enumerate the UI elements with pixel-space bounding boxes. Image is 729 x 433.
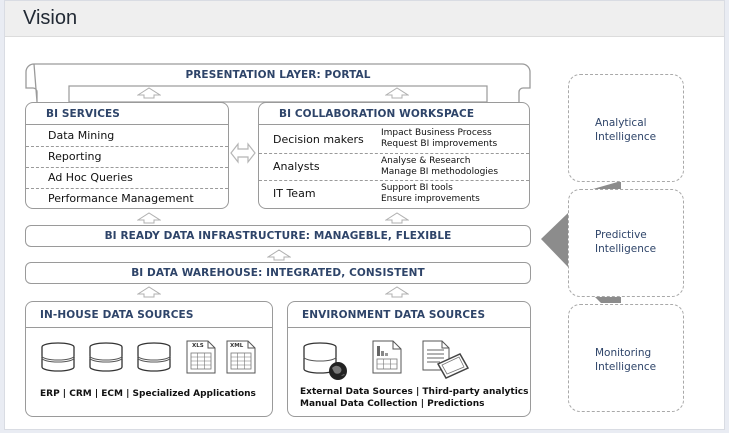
role-label: Decision makers bbox=[273, 133, 364, 146]
xml-file-icon: XML bbox=[226, 340, 256, 374]
up-arrow-icon bbox=[267, 249, 291, 261]
collaboration-row: Analysts Analyse & Research Manage BI me… bbox=[259, 154, 529, 181]
inhouse-sources-title: IN-HOUSE DATA SOURCES bbox=[26, 302, 272, 328]
up-arrow-icon bbox=[385, 87, 409, 99]
xls-file-icon: XLS bbox=[186, 340, 216, 374]
report-document-icon bbox=[372, 340, 402, 374]
up-arrow-icon bbox=[385, 212, 409, 224]
presentation-layer-label: PRESENTATION LAYER: PORTAL bbox=[185, 69, 371, 81]
up-arrow-icon bbox=[385, 286, 409, 298]
bi-services-title: BI SERVICES bbox=[26, 103, 228, 125]
intelligence-connectors bbox=[541, 181, 621, 303]
bi-service-item: Data Mining bbox=[26, 126, 228, 147]
environment-caption-line: External Data Sources | Third-party anal… bbox=[300, 387, 529, 397]
external-database-globe-icon bbox=[303, 342, 347, 380]
database-icon bbox=[89, 342, 123, 372]
data-warehouse-layer: BI DATA WAREHOUSE: INTEGRATED, CONSISTEN… bbox=[25, 262, 531, 284]
inhouse-sources-panel: IN-HOUSE DATA SOURCES XLS XML ERP | CRM … bbox=[25, 301, 273, 417]
bi-service-item: Performance Management bbox=[48, 192, 194, 205]
task-line: Manage BI methodologies bbox=[381, 167, 499, 177]
data-infrastructure-layer: BI READY DATA INFRASTRUCTURE: MANAGEBLE,… bbox=[25, 225, 531, 247]
bidirectional-arrow-icon bbox=[230, 142, 256, 164]
role-label: IT Team bbox=[273, 187, 316, 200]
environment-caption-line: Manual Data Collection | Predictions bbox=[300, 399, 485, 409]
vision-panel: Vision PRESENTATION LAYER: PORTAL BI SER… bbox=[4, 0, 725, 430]
task-line: Request BI improvements bbox=[381, 139, 498, 149]
bi-service-item: Reporting bbox=[26, 147, 228, 168]
bi-collaboration-title: BI COLLABORATION WORKSPACE bbox=[259, 103, 529, 125]
task-line: Impact Business Process bbox=[381, 128, 492, 138]
task-line: Ensure improvements bbox=[381, 194, 480, 204]
bi-collaboration-panel: BI COLLABORATION WORKSPACE Decision make… bbox=[258, 102, 530, 209]
up-arrow-icon bbox=[137, 286, 161, 298]
collaboration-row: IT Team Support BI tools Ensure improvem… bbox=[259, 181, 529, 209]
task-line: Support BI tools bbox=[381, 183, 453, 193]
collaboration-row: Decision makers Impact Business Process … bbox=[259, 126, 529, 154]
document-tablet-icon bbox=[422, 340, 470, 379]
role-label: Analysts bbox=[273, 160, 320, 173]
bi-service-item: Ad Hoc Queries bbox=[26, 168, 228, 189]
bi-services-panel: BI SERVICES Data Mining Reporting Ad Hoc… bbox=[25, 102, 229, 209]
database-icon bbox=[137, 342, 171, 372]
panel-header: Vision bbox=[5, 1, 724, 37]
inhouse-sources-caption: ERP | CRM | ECM | Specialized Applicatio… bbox=[40, 389, 256, 399]
page-title: Vision bbox=[23, 7, 78, 29]
database-icon bbox=[41, 342, 75, 372]
environment-sources-panel: ENVIRONMENT DATA SOURCES External Data S… bbox=[287, 301, 531, 417]
up-arrow-icon bbox=[137, 212, 161, 224]
task-line: Analyse & Research bbox=[381, 156, 471, 166]
environment-sources-title: ENVIRONMENT DATA SOURCES bbox=[288, 302, 530, 328]
up-arrow-icon bbox=[137, 87, 161, 99]
